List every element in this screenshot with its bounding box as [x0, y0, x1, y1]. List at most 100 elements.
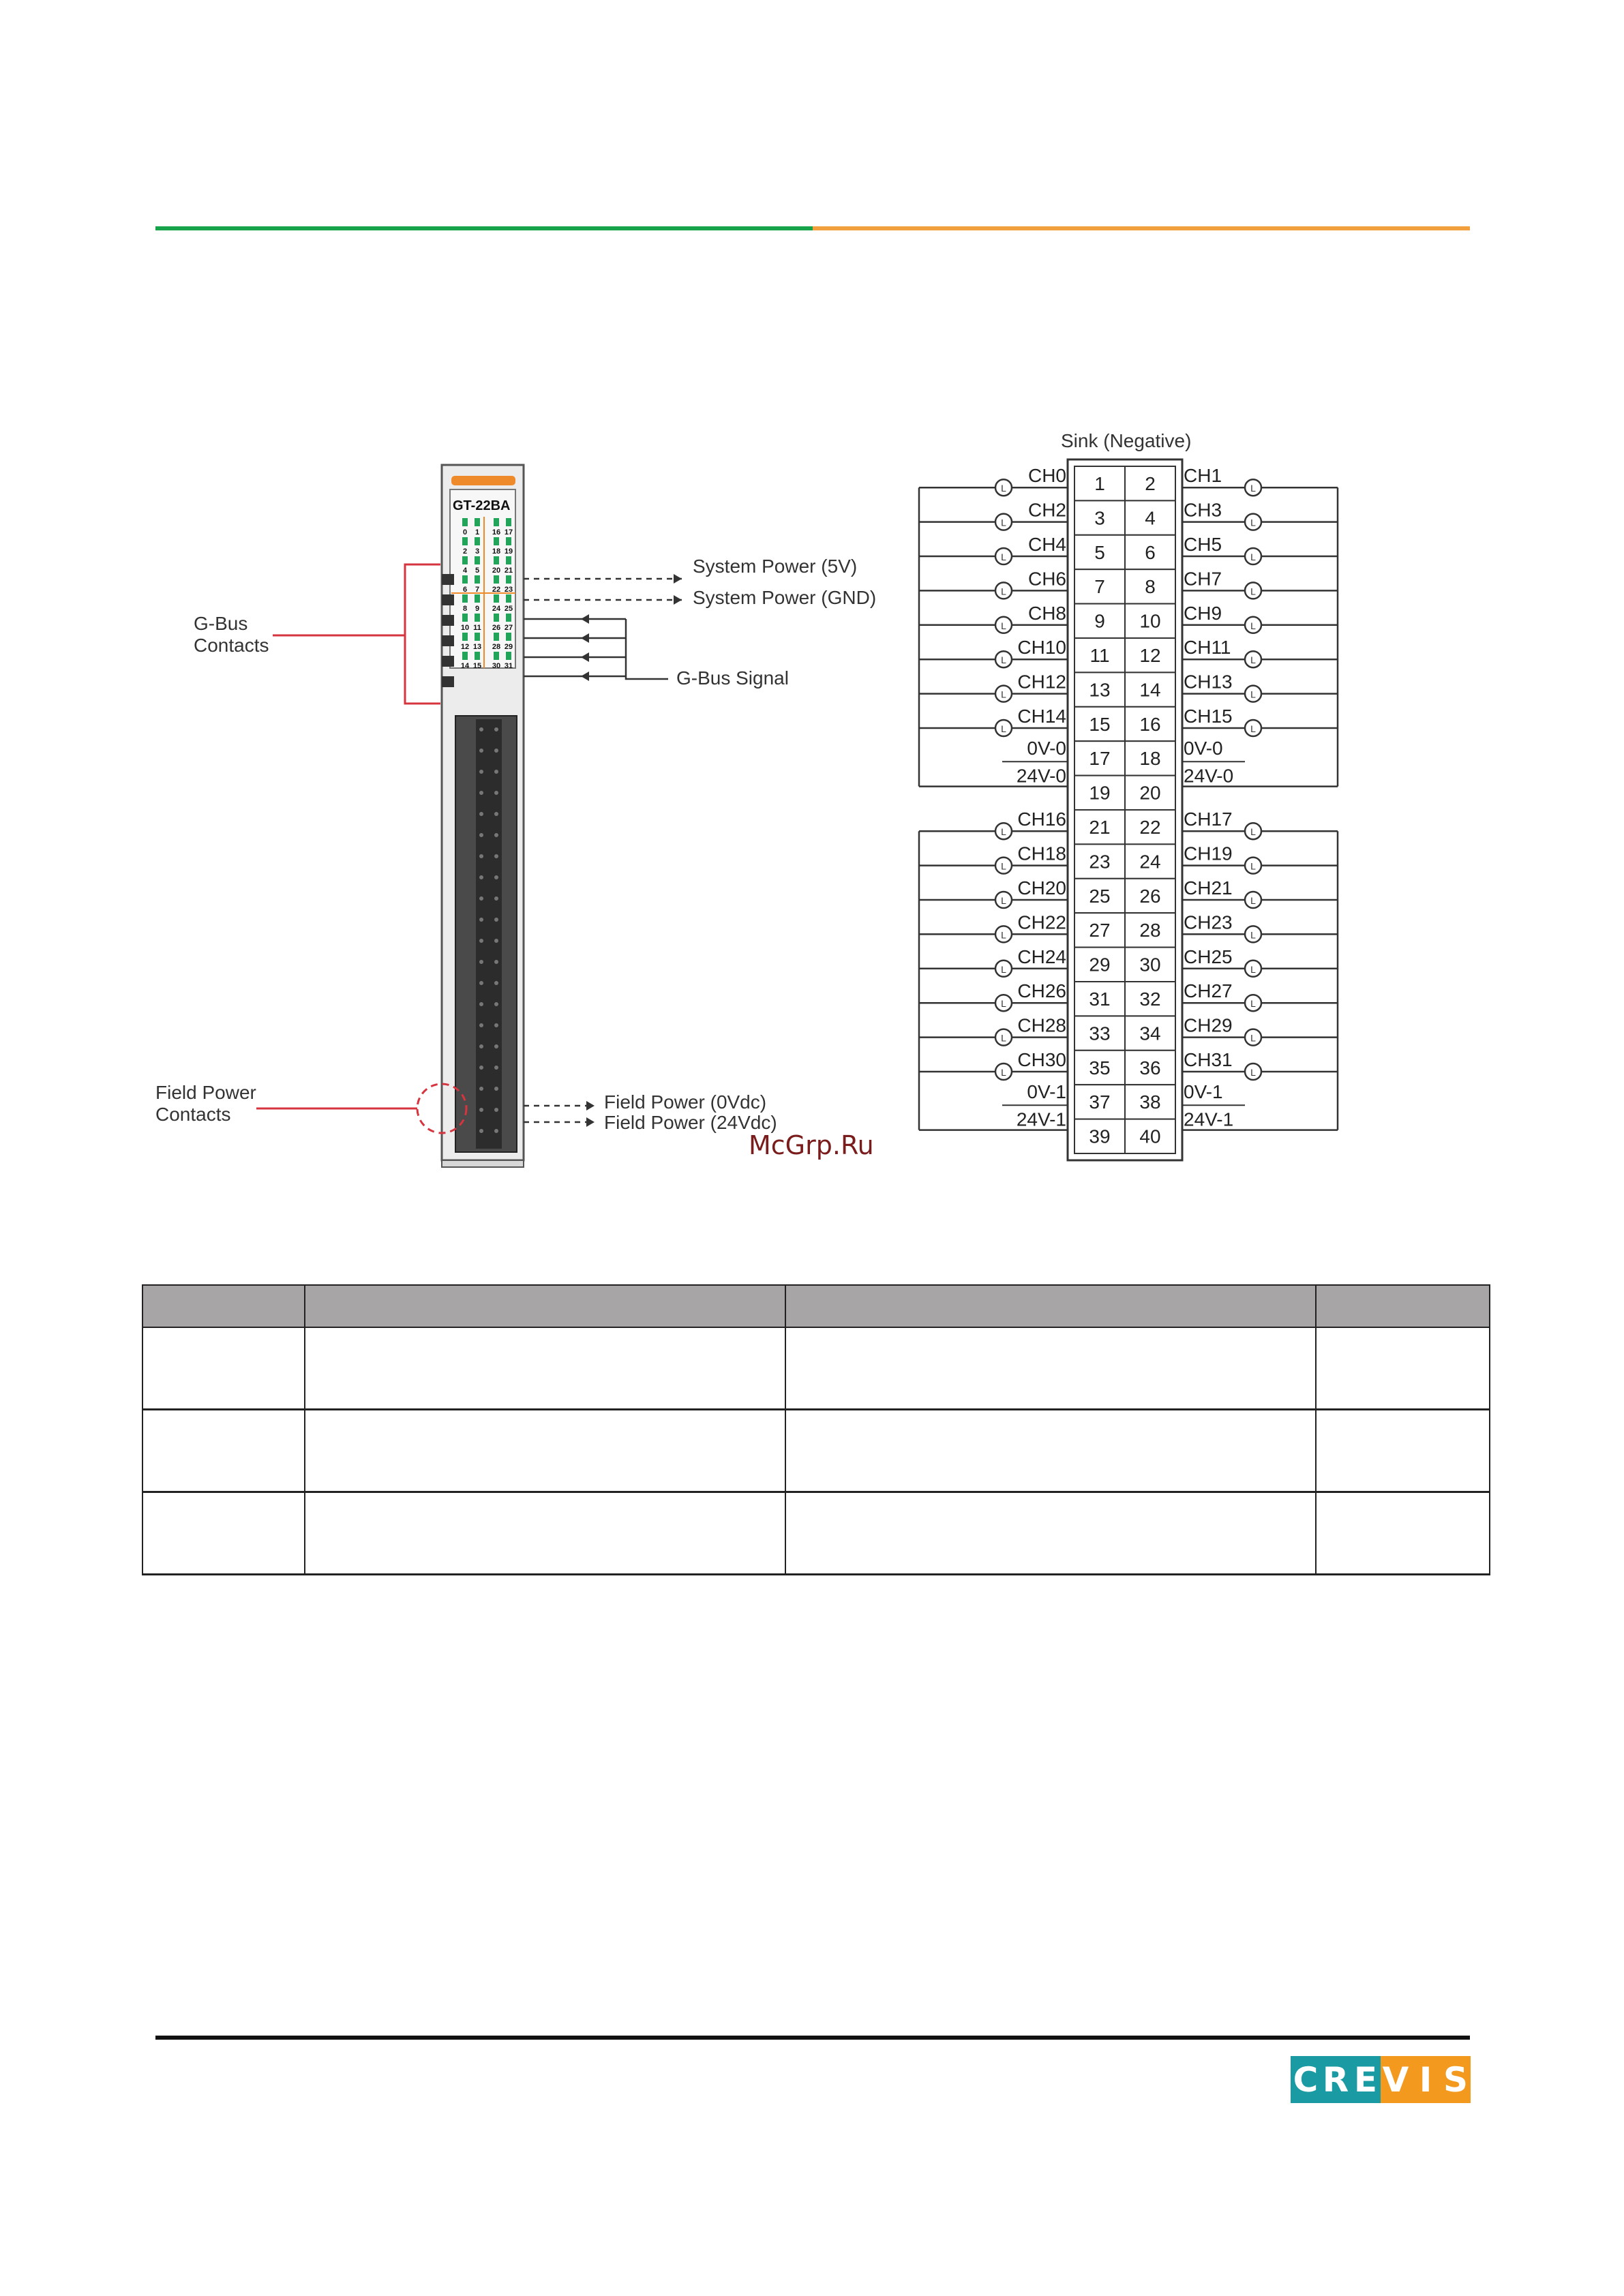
channel-label: CH16 — [1017, 809, 1066, 830]
table-header-cell — [142, 1284, 305, 1328]
load-symbol — [994, 547, 1013, 566]
led-channel-label: 10 — [461, 624, 469, 632]
channel-label: CH1 — [1184, 465, 1222, 486]
load-symbol — [1244, 856, 1263, 875]
terminal-pin — [1124, 534, 1176, 571]
header-divider — [155, 226, 1470, 230]
load-symbol — [994, 581, 1013, 600]
load-symbol — [1244, 925, 1263, 943]
gbus-pad — [442, 594, 454, 605]
led-channel-label: 17 — [505, 528, 513, 537]
led-channel-label: 6 — [463, 586, 467, 594]
pin-number: 36 — [1139, 1057, 1160, 1078]
load-symbol-label: L — [1001, 586, 1006, 596]
load-symbol-label: L — [1001, 826, 1006, 837]
load-symbol — [1244, 581, 1263, 600]
channel-label: CH3 — [1184, 500, 1222, 521]
load-symbol-label: L — [1250, 1067, 1256, 1078]
terminal-pin — [1124, 843, 1176, 879]
led-indicator — [506, 652, 511, 660]
load-symbol — [994, 959, 1013, 978]
channel-label: CH6 — [1028, 568, 1066, 589]
led-indicator — [506, 614, 511, 622]
pin-number: 17 — [1089, 748, 1110, 769]
pin-number: 4 — [1145, 507, 1156, 528]
terminal-pin — [1074, 534, 1126, 571]
terminal-pin — [1124, 1118, 1176, 1154]
pin-number: 20 — [1139, 783, 1160, 804]
pin-number: 26 — [1139, 886, 1160, 907]
led-channel-label: 23 — [505, 586, 513, 594]
channel-label: CH8 — [1028, 603, 1066, 624]
load-symbol — [1244, 650, 1263, 669]
channel-label: CH13 — [1184, 671, 1233, 693]
led-indicator — [462, 633, 468, 641]
supply-label: 24V-1 — [1017, 1109, 1066, 1130]
load-symbol — [994, 1062, 1013, 1081]
load-symbol — [994, 650, 1013, 669]
load-symbol-label: L — [1250, 483, 1256, 494]
channel-label: CH17 — [1184, 809, 1233, 830]
led-channel-label: 8 — [463, 605, 467, 613]
led-indicator — [494, 652, 499, 660]
led-indicator — [462, 652, 468, 660]
gbus-contact-pads — [442, 574, 454, 687]
led-channel-label: 7 — [475, 586, 479, 594]
channel-label: CH28 — [1017, 1015, 1066, 1036]
led-indicator — [494, 537, 499, 545]
load-symbol-label: L — [1001, 895, 1006, 906]
channel-label: CH12 — [1017, 671, 1066, 693]
pin-number: 40 — [1139, 1126, 1160, 1147]
led-indicator — [506, 575, 511, 584]
load-symbol-label: L — [1250, 929, 1256, 940]
led-channel-label: 21 — [505, 567, 513, 575]
load-symbol-label: L — [1001, 1033, 1006, 1044]
load-symbol — [994, 925, 1013, 943]
load-symbol-label: L — [1001, 620, 1006, 631]
terminal-pin — [1074, 706, 1126, 742]
channel-label: CH20 — [1017, 877, 1066, 898]
led-indicator — [475, 594, 480, 603]
terminal-pin — [1124, 946, 1176, 982]
table-cell — [304, 1409, 786, 1493]
table-cell — [1315, 1327, 1490, 1410]
pin-number: 37 — [1089, 1091, 1110, 1113]
field-power-24v-label: Field Power (24Vdc) — [604, 1112, 777, 1133]
terminal-pin — [1074, 466, 1126, 502]
pin-number: 8 — [1145, 576, 1156, 597]
led-indicator — [506, 594, 511, 603]
module-orange-tab — [451, 476, 515, 485]
led-channel-label: 27 — [505, 624, 513, 632]
gbus-pad — [442, 574, 454, 585]
pin-number: 27 — [1089, 920, 1110, 941]
terminal-pin — [1074, 1049, 1126, 1086]
pin-number: 22 — [1139, 817, 1160, 838]
load-symbol-label: L — [1001, 483, 1006, 494]
led-indicator — [462, 614, 468, 622]
logo-letter: C — [1291, 2056, 1321, 2103]
load-symbol-label: L — [1250, 552, 1256, 562]
pin-number: 31 — [1089, 988, 1110, 1010]
load-symbol-label: L — [1250, 517, 1256, 528]
logo-letter: I — [1411, 2056, 1441, 2103]
spec-table — [142, 1284, 1490, 1575]
led-channel-label: 26 — [492, 624, 500, 632]
pin-number: 18 — [1139, 748, 1160, 769]
terminal-pin — [1074, 1084, 1126, 1120]
load-symbol — [994, 821, 1013, 841]
pin-number: 16 — [1139, 714, 1160, 735]
terminal-pin — [1124, 671, 1176, 708]
led-channel-label: 25 — [505, 605, 513, 613]
load-symbol — [1244, 616, 1263, 635]
logo-letter: E — [1351, 2056, 1381, 2103]
channel-label: CH10 — [1017, 637, 1066, 658]
pin-number: 9 — [1094, 611, 1105, 632]
load-symbol — [1244, 1062, 1263, 1081]
led-indicator — [494, 518, 499, 526]
terminal-pin — [1124, 774, 1176, 811]
pin-number: 35 — [1089, 1057, 1110, 1078]
channel-label: CH9 — [1184, 603, 1222, 624]
pin-number: 12 — [1139, 645, 1160, 666]
